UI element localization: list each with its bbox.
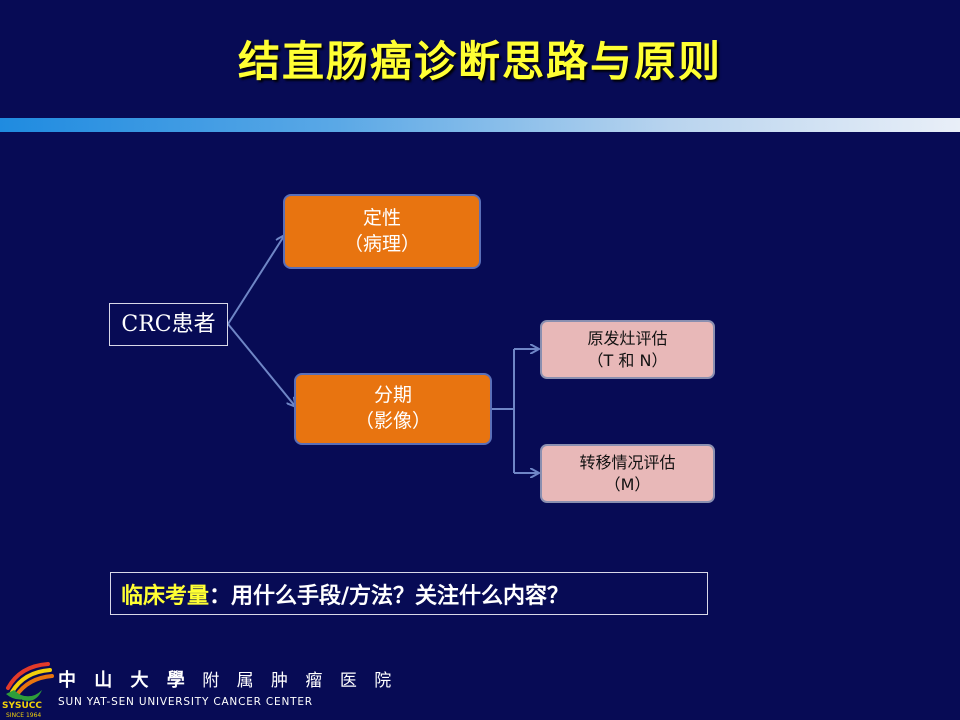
primary-lesion-label: 原发灶评估 xyxy=(587,328,668,348)
primary-lesion-sublabel: （T 和 N） xyxy=(587,350,668,370)
logo-since: SINCE 1964 xyxy=(6,712,42,719)
footer: SYSUCC SINCE 1964 中 山 大 學 附 属 肿 瘤 医 院 SU… xyxy=(0,656,391,720)
qualitative-box: 定性 （病理） xyxy=(283,194,481,269)
staging-sublabel: （影像） xyxy=(354,410,431,432)
qualitative-label: 定性 xyxy=(362,206,401,229)
clinical-question: ：用什么手段/方法？关注什么内容？ xyxy=(209,583,570,609)
metastasis-label: 转移情况评估 xyxy=(579,452,676,472)
footer-chinese-name: 中 山 大 學 附 属 肿 瘤 医 院 xyxy=(58,666,397,692)
staging-box: 分期 （影像） xyxy=(294,373,492,445)
qualitative-sublabel: （病理） xyxy=(343,232,420,255)
crc-patient-label: CRC患者 xyxy=(121,311,216,337)
metastasis-box: 转移情况评估 （M） xyxy=(540,444,715,503)
arrow-to-qualitative xyxy=(227,236,284,325)
logo-text: SYSUCC xyxy=(2,701,42,711)
crc-patient-box: CRC患者 xyxy=(109,303,228,346)
sysucc-logo-icon xyxy=(6,662,54,701)
footer-hospital-name: 附 属 肿 瘤 医 院 xyxy=(202,671,398,691)
metastasis-sublabel: （M） xyxy=(604,474,651,494)
slide-title: 结直肠癌诊断思路与原则 xyxy=(237,37,722,86)
arrow-to-staging xyxy=(227,323,295,406)
clinical-highlight: 临床考量 xyxy=(121,583,210,609)
title-gradient-bar xyxy=(0,118,960,132)
staging-label: 分期 xyxy=(373,384,412,407)
footer-university-name: 中 山 大 學 xyxy=(58,670,191,691)
primary-lesion-box: 原发灶评估 （T 和 N） xyxy=(540,320,715,379)
clinical-consideration-box: 临床考量：用什么手段/方法？关注什么内容？ xyxy=(110,572,708,615)
footer-english-name: SUN YAT-SEN UNIVERSITY CANCER CENTER xyxy=(58,696,313,708)
